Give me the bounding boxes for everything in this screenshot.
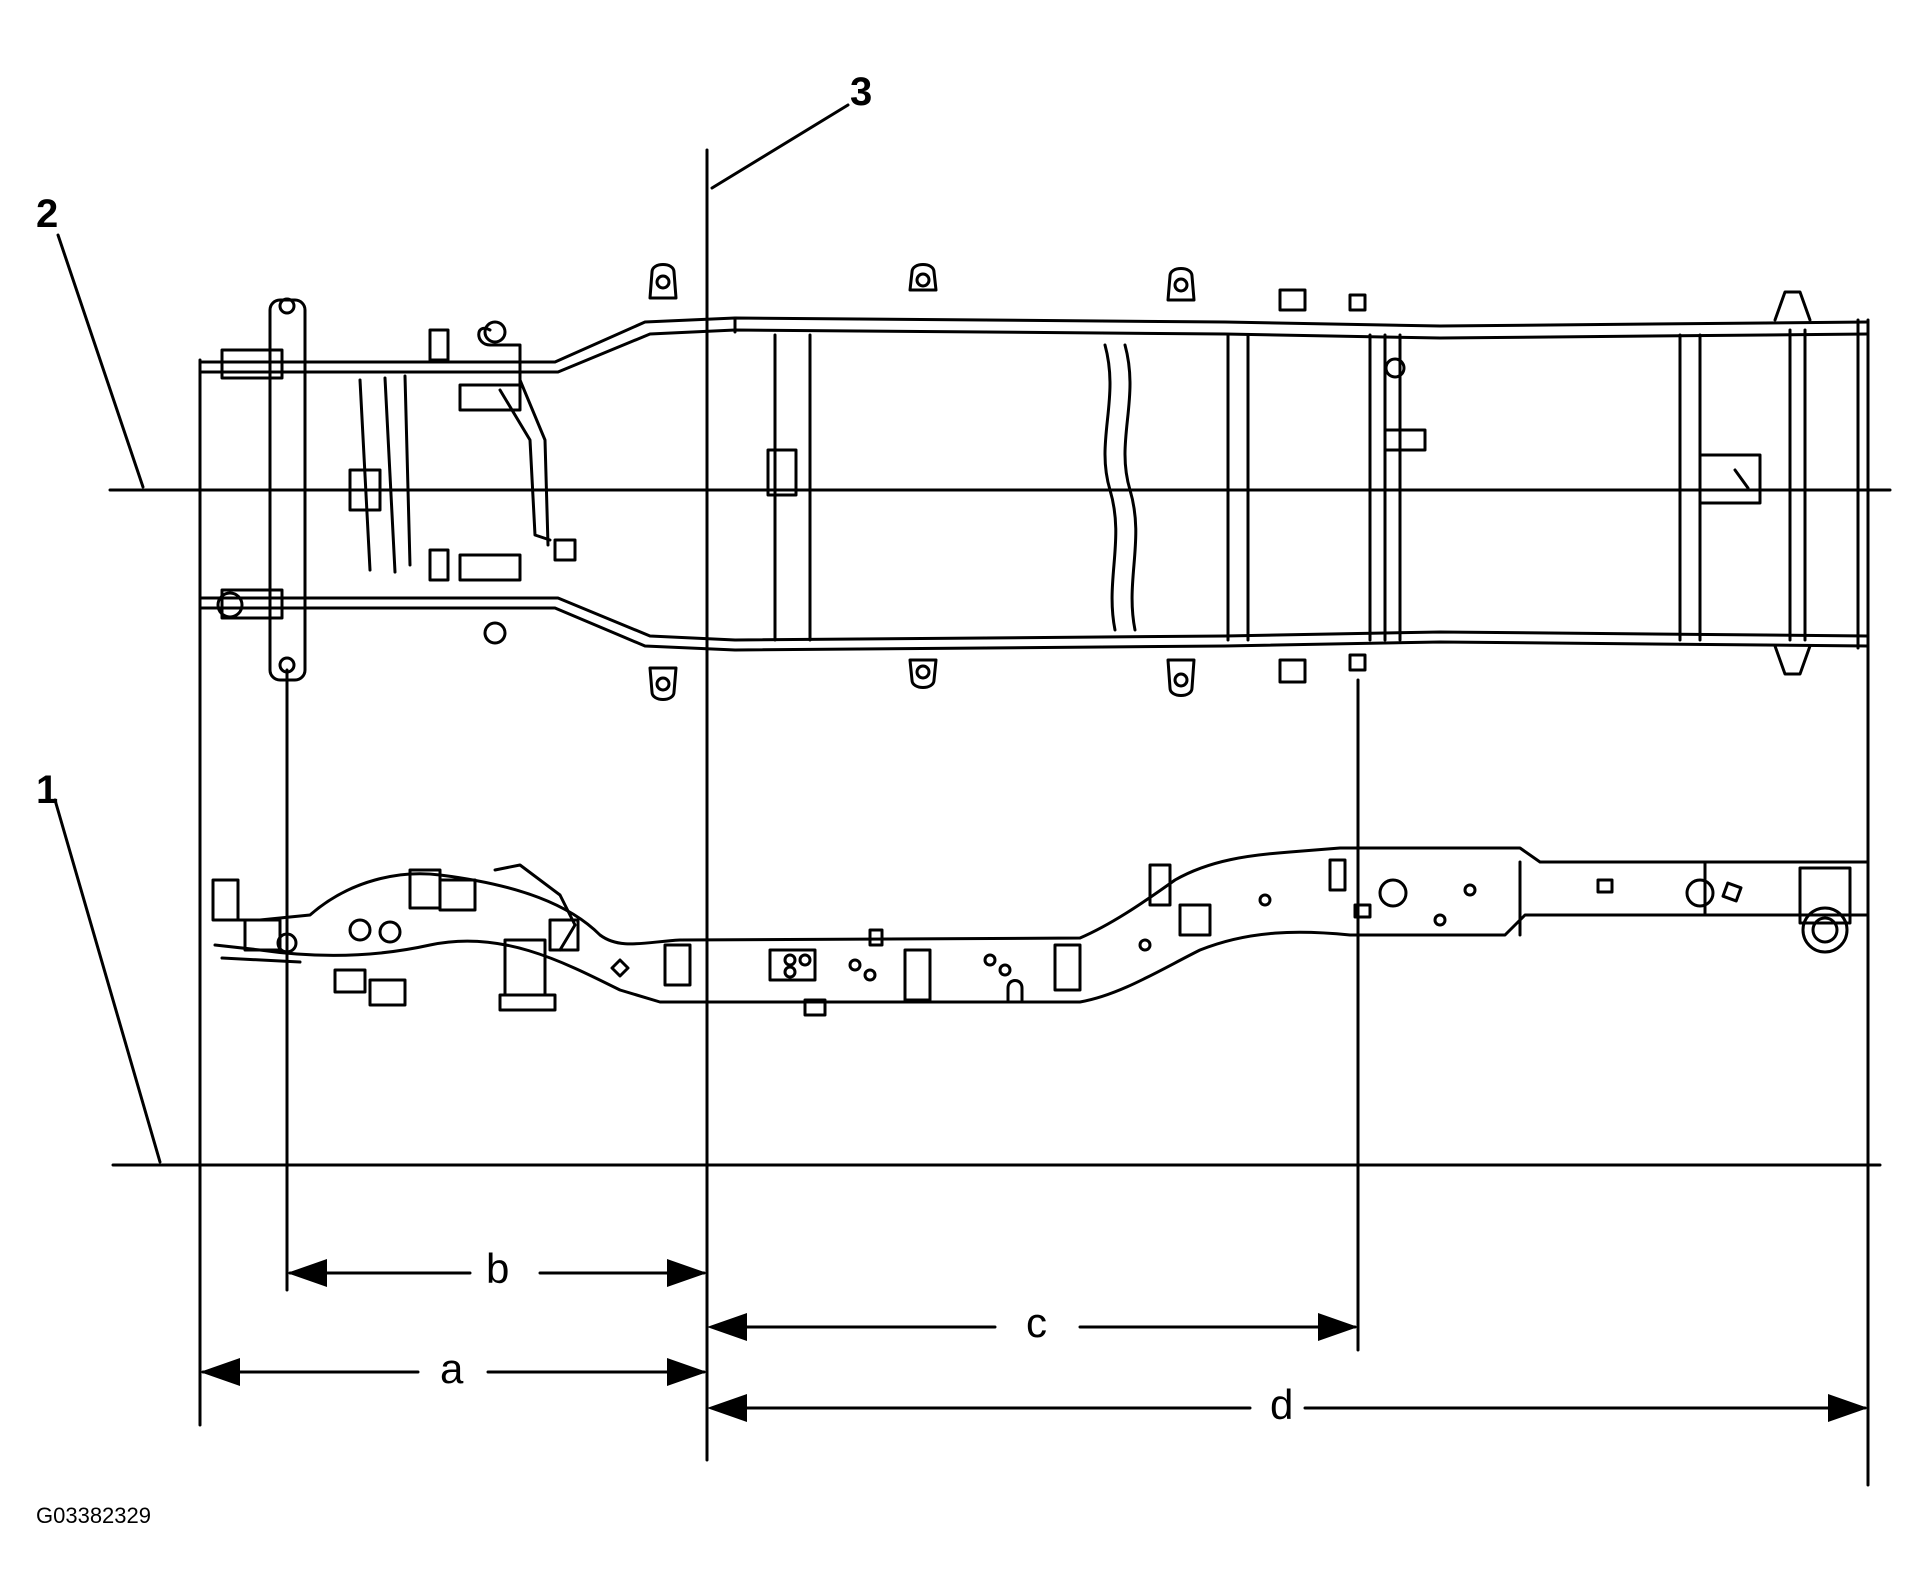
frame-rail-side-lower bbox=[213, 913, 1870, 1004]
leader-line-2 bbox=[56, 233, 145, 489]
leader-line-1 bbox=[53, 798, 162, 1164]
leader-line-3 bbox=[710, 103, 850, 190]
dimension-label-b: b bbox=[480, 1248, 516, 1290]
callout-label-3: 3 bbox=[850, 70, 873, 114]
callout-label-2: 2 bbox=[36, 192, 59, 236]
callout-label-1: 1 bbox=[36, 768, 59, 812]
frame-side-view bbox=[211, 846, 1870, 1017]
dimension-label-a: a bbox=[434, 1348, 470, 1390]
dimension-label-d: d bbox=[1264, 1384, 1300, 1426]
figure-id: G03382329 bbox=[36, 1503, 151, 1528]
right-rail-top-view bbox=[198, 606, 1870, 652]
dimension-label-c: c bbox=[1020, 1302, 1053, 1344]
frame-top-view bbox=[198, 263, 1870, 701]
left-rail-top-view bbox=[198, 316, 1870, 364]
frame-rail-side-upper bbox=[213, 846, 1870, 946]
dimension-arrowheads bbox=[200, 1259, 1868, 1422]
extension-lines bbox=[198, 148, 1870, 1487]
